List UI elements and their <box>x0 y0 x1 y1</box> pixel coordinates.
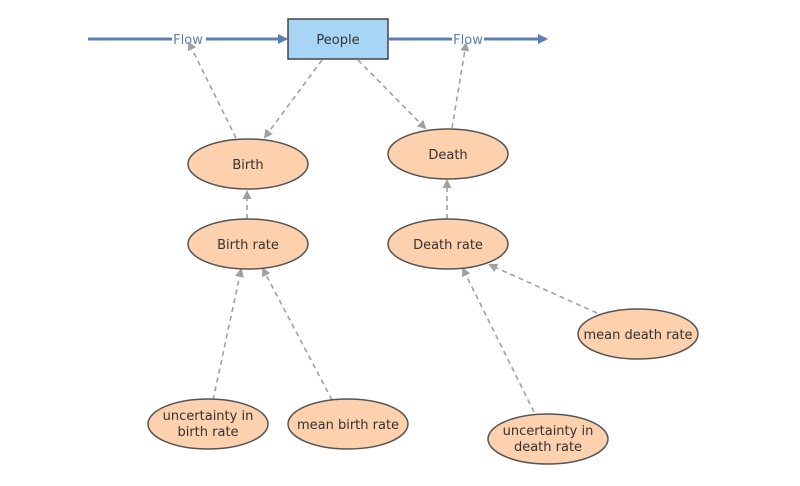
node-birth <box>187 138 309 190</box>
node-birth-rate <box>187 218 309 270</box>
stock-people-label: People <box>316 33 359 48</box>
node-mean-death-rate <box>577 308 699 360</box>
link-uncertainty-birth-to-birthrate <box>212 268 244 401</box>
link-birth-to-inflow <box>188 41 237 139</box>
node-birth-label: Birth <box>232 158 263 173</box>
dependency-links <box>188 41 598 413</box>
link-people-to-death <box>357 59 427 130</box>
node-mean-birth-rate <box>287 398 409 450</box>
link-death-to-outflow <box>451 42 470 129</box>
node-uncertainty-birth-label-line1: uncertainty in <box>163 409 254 424</box>
node-uncertainty-birth-rate <box>147 398 269 450</box>
node-uncertainty-death-label-line1: uncertainty in <box>503 424 594 439</box>
node-uncertainty-birth-label-line2: birth rate <box>177 425 238 440</box>
link-uncertainty-death-to-deathrate <box>462 267 535 413</box>
node-death <box>387 128 509 180</box>
node-death-label: Death <box>428 148 467 163</box>
outflow-label: Flow <box>453 33 483 48</box>
node-mean-birth-label: mean birth rate <box>297 418 399 433</box>
link-mean-birth-to-birthrate <box>262 267 333 401</box>
inflow-label: Flow <box>173 33 203 48</box>
node-uncertainty-death-label-line2: death rate <box>514 440 582 455</box>
link-mean-death-to-deathrate <box>488 263 598 314</box>
node-death-rate-label: Death rate <box>413 238 483 253</box>
link-people-to-birth <box>263 59 323 139</box>
stock-people-box <box>287 18 389 60</box>
node-mean-death-label: mean death rate <box>583 328 692 343</box>
node-uncertainty-death-rate <box>487 413 609 465</box>
node-birth-rate-label: Birth rate <box>217 238 279 253</box>
node-death-rate <box>387 218 509 270</box>
